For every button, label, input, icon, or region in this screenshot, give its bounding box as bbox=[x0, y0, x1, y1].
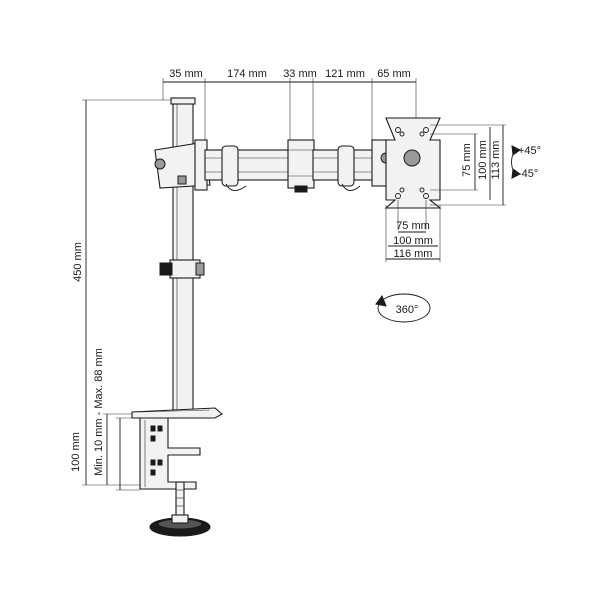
tilt-down-label: -45° bbox=[518, 168, 538, 180]
dim-35: 35 mm bbox=[169, 68, 203, 80]
dim-vesa-v-113: 113 mm bbox=[490, 141, 502, 180]
clamp-bracket bbox=[139, 417, 201, 490]
height-dimension-line bbox=[82, 99, 175, 486]
swivel-ellipse-icon bbox=[375, 293, 431, 323]
dim-clamp-100: 100 mm bbox=[70, 432, 82, 472]
arm-segment-2 bbox=[312, 145, 376, 191]
vesa-horizontal-dims bbox=[385, 200, 441, 262]
dim-121: 121 mm bbox=[325, 68, 365, 80]
clamp-knob bbox=[149, 514, 211, 537]
dim-vesa-v-100: 100 mm bbox=[477, 140, 489, 180]
top-dimension-line bbox=[162, 78, 417, 140]
swivel-label: 360° bbox=[396, 304, 419, 316]
tilt-up-label: +45° bbox=[518, 145, 541, 157]
desk-plate bbox=[131, 407, 223, 419]
dim-clamp-range: Min. 10 mm - Max. 88 mm bbox=[93, 348, 105, 476]
clamp-range-dimension bbox=[103, 413, 140, 485]
arm-joint-base bbox=[154, 139, 211, 191]
cable-clip bbox=[159, 259, 205, 279]
vesa-vertical-dims bbox=[430, 124, 506, 206]
dim-vesa-h-100: 100 mm bbox=[393, 235, 433, 247]
dim-vesa-h-75: 75 mm bbox=[396, 220, 430, 232]
tilt-arrow-icon bbox=[511, 145, 521, 179]
dim-vesa-h-116: 116 mm bbox=[394, 248, 433, 260]
dim-65: 65 mm bbox=[377, 68, 411, 80]
clamp-depth-dimension bbox=[116, 417, 140, 491]
arm-segment-1 bbox=[204, 145, 291, 191]
dim-33: 33 mm bbox=[283, 68, 317, 80]
arm-middle-joint bbox=[287, 139, 315, 193]
vesa-plate bbox=[384, 117, 442, 209]
dim-450: 450 mm bbox=[72, 242, 84, 282]
dim-174: 174 mm bbox=[227, 68, 267, 80]
dim-vesa-v-75: 75 mm bbox=[461, 143, 473, 177]
